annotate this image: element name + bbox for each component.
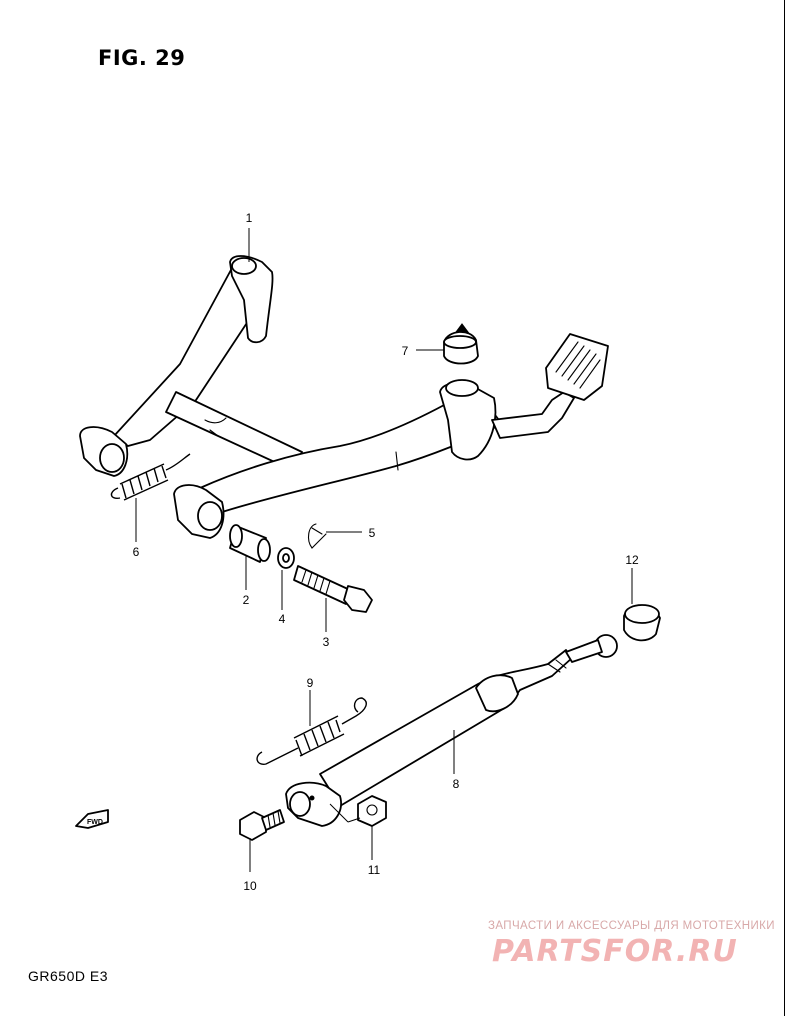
page-edge-line [784,0,785,1016]
callout-3: 3 [323,635,330,649]
callout-6: 6 [133,545,140,559]
center-stand [79,255,609,539]
callout-leaders [135,228,633,872]
callout-11: 11 [368,863,381,877]
side-stand-spring [256,697,367,765]
callout-numbers: 1 2 3 4 5 6 7 8 9 10 11 12 [133,211,639,893]
callout-8: 8 [453,777,460,791]
callout-2: 2 [243,593,250,607]
stand-shaft-spacer [229,524,271,563]
figure-title: FIG. 29 [98,46,186,70]
stand-bolt [293,565,373,613]
washer [277,547,295,569]
forward-direction-arrow: FWD [75,809,109,829]
callout-4: 4 [279,612,286,626]
center-stand-spring [110,453,191,501]
model-code: GR650D E3 [28,968,108,984]
watermark-tagline: ЗАПЧАСТИ И АКСЕССУАРЫ ДЛЯ МОТОТЕХНИКИ [488,920,775,932]
side-stand [285,634,618,827]
side-stand-rubber-cap [623,604,661,642]
cotter-pin [307,523,327,549]
fwd-label: FWD [87,819,103,826]
callout-9: 9 [307,676,314,690]
callout-7: 7 [402,344,409,358]
callout-5: 5 [369,526,376,540]
side-stand-nut [357,795,387,827]
side-stand-bolt [239,809,285,841]
callout-12: 12 [625,553,639,567]
watermark-logo: PARTSFOR.RU [492,934,738,969]
stand-stopper-rubber [443,323,479,365]
callout-1: 1 [246,211,253,225]
callout-10: 10 [243,879,257,893]
